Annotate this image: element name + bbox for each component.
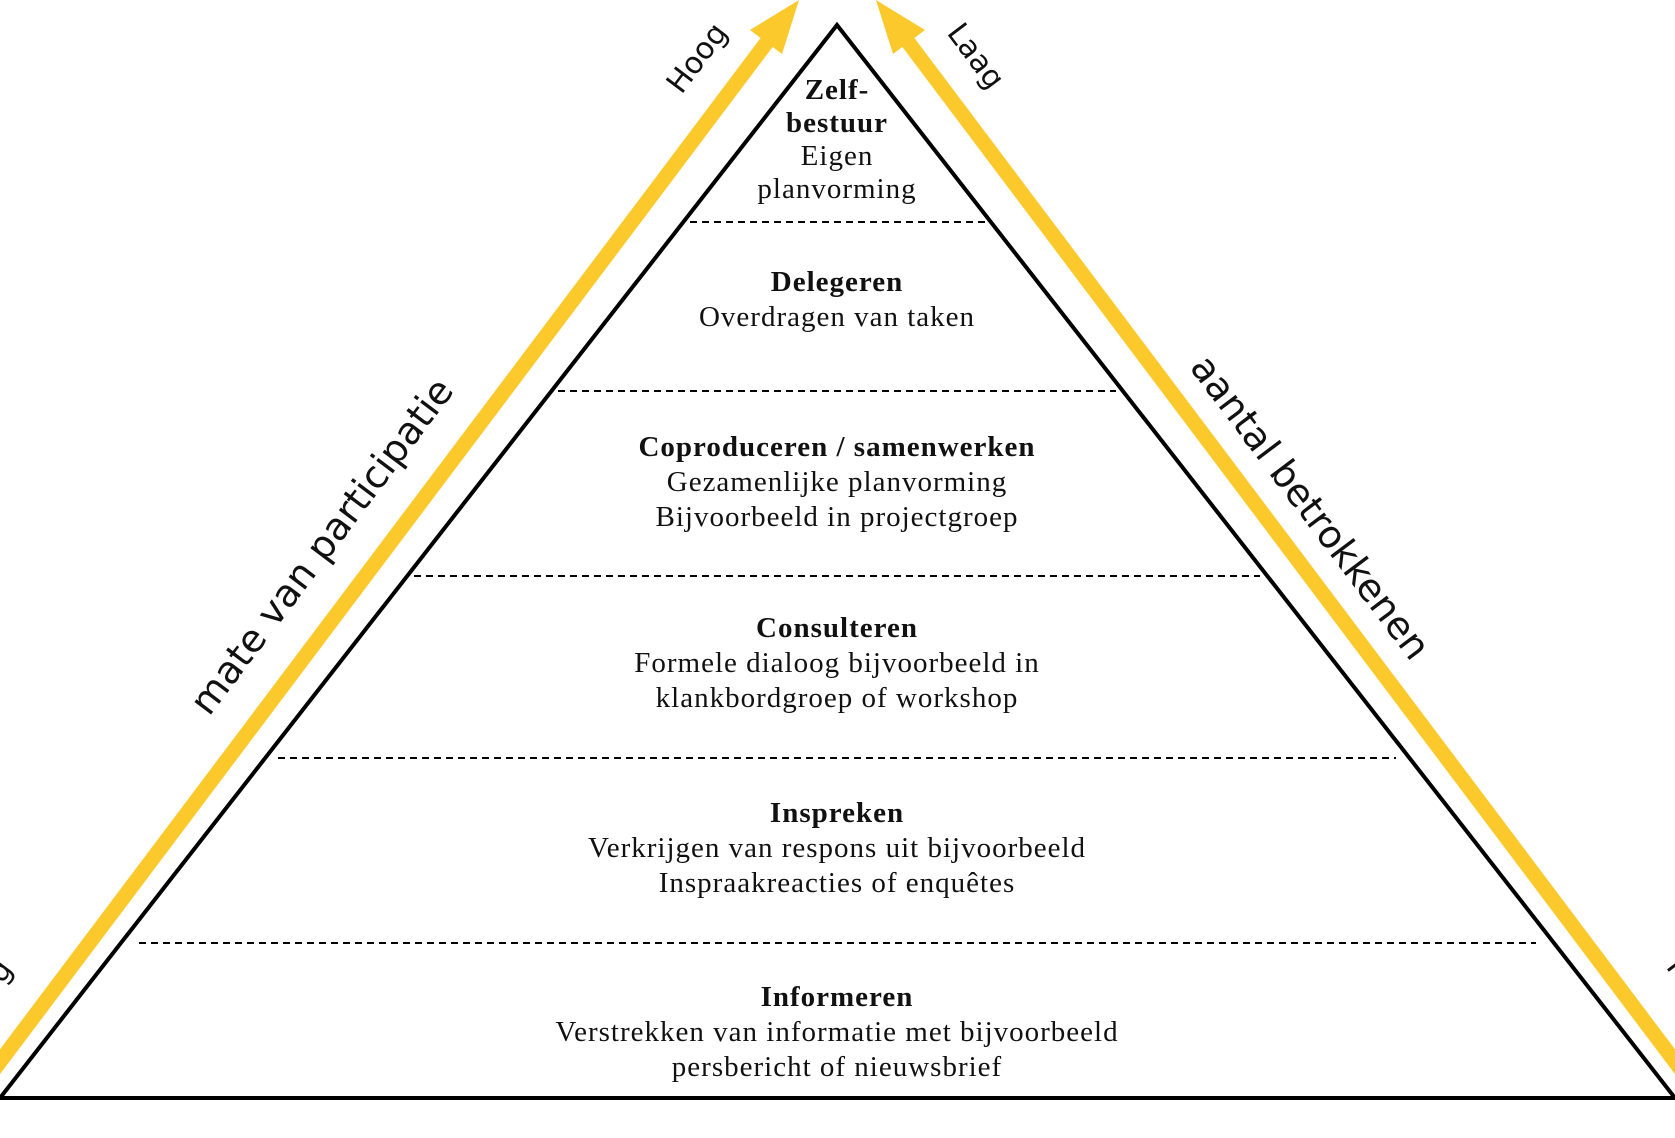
right-axis-bottom-end-label: H: [1659, 951, 1675, 990]
level-coproduceren: Coproduceren / samenwerken Gezamenlijke …: [638, 431, 1035, 533]
level-description-line: Verkrijgen van respons uit bijvoorbeeld: [588, 832, 1086, 864]
right-axis-arrow: [876, 0, 1675, 1075]
level-description-line: Formele dialoog bijvoorbeeld in: [634, 647, 1040, 679]
level-description-line: Inspraakreacties of enquêtes: [659, 867, 1016, 899]
left-arrow-shaft: [0, 25, 782, 1075]
level-description-line: Bijvoorbeeld in projectgroep: [655, 501, 1018, 533]
left-arrow-head: [750, 0, 799, 54]
level-description-line: Gezamenlijke planvorming: [667, 466, 1007, 498]
level-dividers: [139, 221, 1536, 944]
level-title-continued: bestuur: [786, 107, 888, 139]
left-axis-bottom-end-label: g: [0, 953, 20, 989]
level-inspreken: Inspreken Verkrijgen van respons uit bij…: [588, 797, 1086, 899]
level-description-line: planvorming: [757, 173, 916, 205]
level-delegeren: Delegeren Overdragen van taken: [699, 266, 975, 333]
right-arrow-shaft: [893, 25, 1675, 1075]
level-title: Coproduceren / samenwerken: [638, 431, 1035, 463]
level-zelfbestuur: Zelf- bestuur Eigen planvorming: [757, 74, 916, 205]
level-title: Inspreken: [770, 797, 904, 829]
level-description-line: persbericht of nieuwsbrief: [672, 1051, 1002, 1083]
right-axis-top-end-label: Laag: [940, 17, 1012, 96]
pyramid-outline: [0, 21, 1675, 1100]
level-title: Zelf-: [805, 74, 870, 106]
level-description-line: Eigen: [801, 140, 874, 172]
left-axis-arrow: [0, 0, 799, 1075]
level-informeren: Informeren Verstrekken van informatie me…: [555, 981, 1118, 1083]
level-title: Delegeren: [771, 266, 903, 298]
level-consulteren: Consulteren Formele dialoog bijvoorbeeld…: [634, 612, 1040, 714]
level-description-line: klankbordgroep of workshop: [656, 682, 1019, 714]
right-arrow-head: [876, 0, 925, 54]
level-description-line: Overdragen van taken: [699, 301, 975, 333]
level-title: Consulteren: [756, 612, 918, 644]
level-title: Informeren: [761, 981, 914, 1013]
level-description-line: Verstrekken van informatie met bijvoorbe…: [555, 1016, 1118, 1048]
